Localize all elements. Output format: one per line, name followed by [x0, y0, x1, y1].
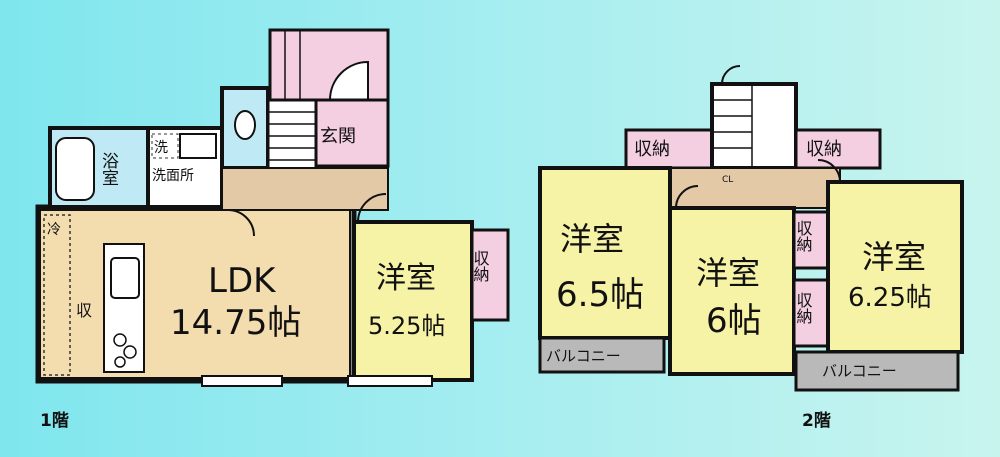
kitchen-sink	[110, 257, 140, 299]
storage-small-label: 収	[76, 301, 92, 320]
western-a-name: 洋室	[560, 220, 624, 258]
western-door-arc	[357, 193, 387, 223]
bath-label: 浴室	[98, 152, 119, 186]
storage-floor2-left	[624, 128, 714, 170]
western-c-size: 6.25帖	[848, 283, 932, 313]
balcony-right-label: バルコニー	[822, 362, 897, 380]
storage-floor2-right	[794, 128, 882, 170]
balcony-left-label: バルコニー	[546, 347, 621, 365]
floor2-label: 2階	[802, 411, 831, 431]
western-b-size: 6帖	[706, 301, 762, 341]
porch-steps	[284, 30, 301, 100]
entrance-label: 玄関	[320, 126, 356, 147]
stair-steps-floor2	[712, 84, 753, 168]
porch	[268, 28, 390, 102]
floor2-plan	[538, 65, 964, 392]
washbasin	[179, 133, 217, 159]
storage-mid-top-label: 収納	[794, 220, 813, 253]
fridge-area	[43, 214, 71, 376]
western-c-name: 洋室	[862, 238, 926, 276]
door-arc-top	[721, 65, 741, 85]
storage-label-floor1: 収納	[471, 250, 490, 283]
washer-spot	[151, 133, 179, 159]
western-room-floor1	[352, 220, 474, 382]
hallway-floor1	[221, 167, 389, 211]
closet-mark: CL	[722, 175, 733, 185]
storage-floor1	[470, 228, 510, 322]
kitchen-stove-3	[114, 356, 126, 368]
entrance-door-arc	[328, 60, 369, 101]
window-western	[347, 375, 433, 387]
western-size-floor1: 5.25帖	[368, 312, 445, 340]
western-name-floor1: 洋室	[376, 261, 436, 296]
stairs-floor2	[710, 82, 798, 170]
balcony-left	[538, 336, 666, 374]
ldk-door-arc	[227, 209, 255, 237]
bathtub	[55, 137, 95, 201]
storage-right-label: 収納	[806, 139, 842, 160]
ldk-room	[39, 209, 351, 379]
toilet-icon	[234, 110, 256, 140]
kitchen-stove-1	[113, 333, 127, 347]
western-room-b	[668, 206, 796, 376]
door-arc-a	[675, 185, 699, 209]
western-b-name: 洋室	[696, 254, 760, 292]
hallway-floor2	[669, 167, 841, 209]
western-room-a	[538, 166, 672, 340]
window-ldk	[201, 375, 283, 387]
fridge-label: 冷	[47, 222, 61, 238]
floor1-plan	[35, 28, 510, 387]
door-arc-c	[817, 159, 841, 183]
entrance-room	[314, 98, 390, 168]
stair-steps-floor1	[268, 99, 316, 161]
washroom-label: 洗面所	[152, 168, 194, 184]
ldk-size: 14.75帖	[170, 303, 301, 343]
floor1-label: 1階	[40, 411, 69, 431]
kitchen-stove-2	[123, 345, 137, 359]
western-a-size: 6.5帖	[556, 275, 644, 315]
storage-left-label: 収納	[634, 139, 670, 160]
wash-icon-label: 洗	[154, 140, 168, 156]
balcony-right	[794, 350, 960, 392]
ldk-name: LDK	[208, 261, 277, 301]
storage-mid-bottom-label: 収納	[794, 292, 813, 325]
